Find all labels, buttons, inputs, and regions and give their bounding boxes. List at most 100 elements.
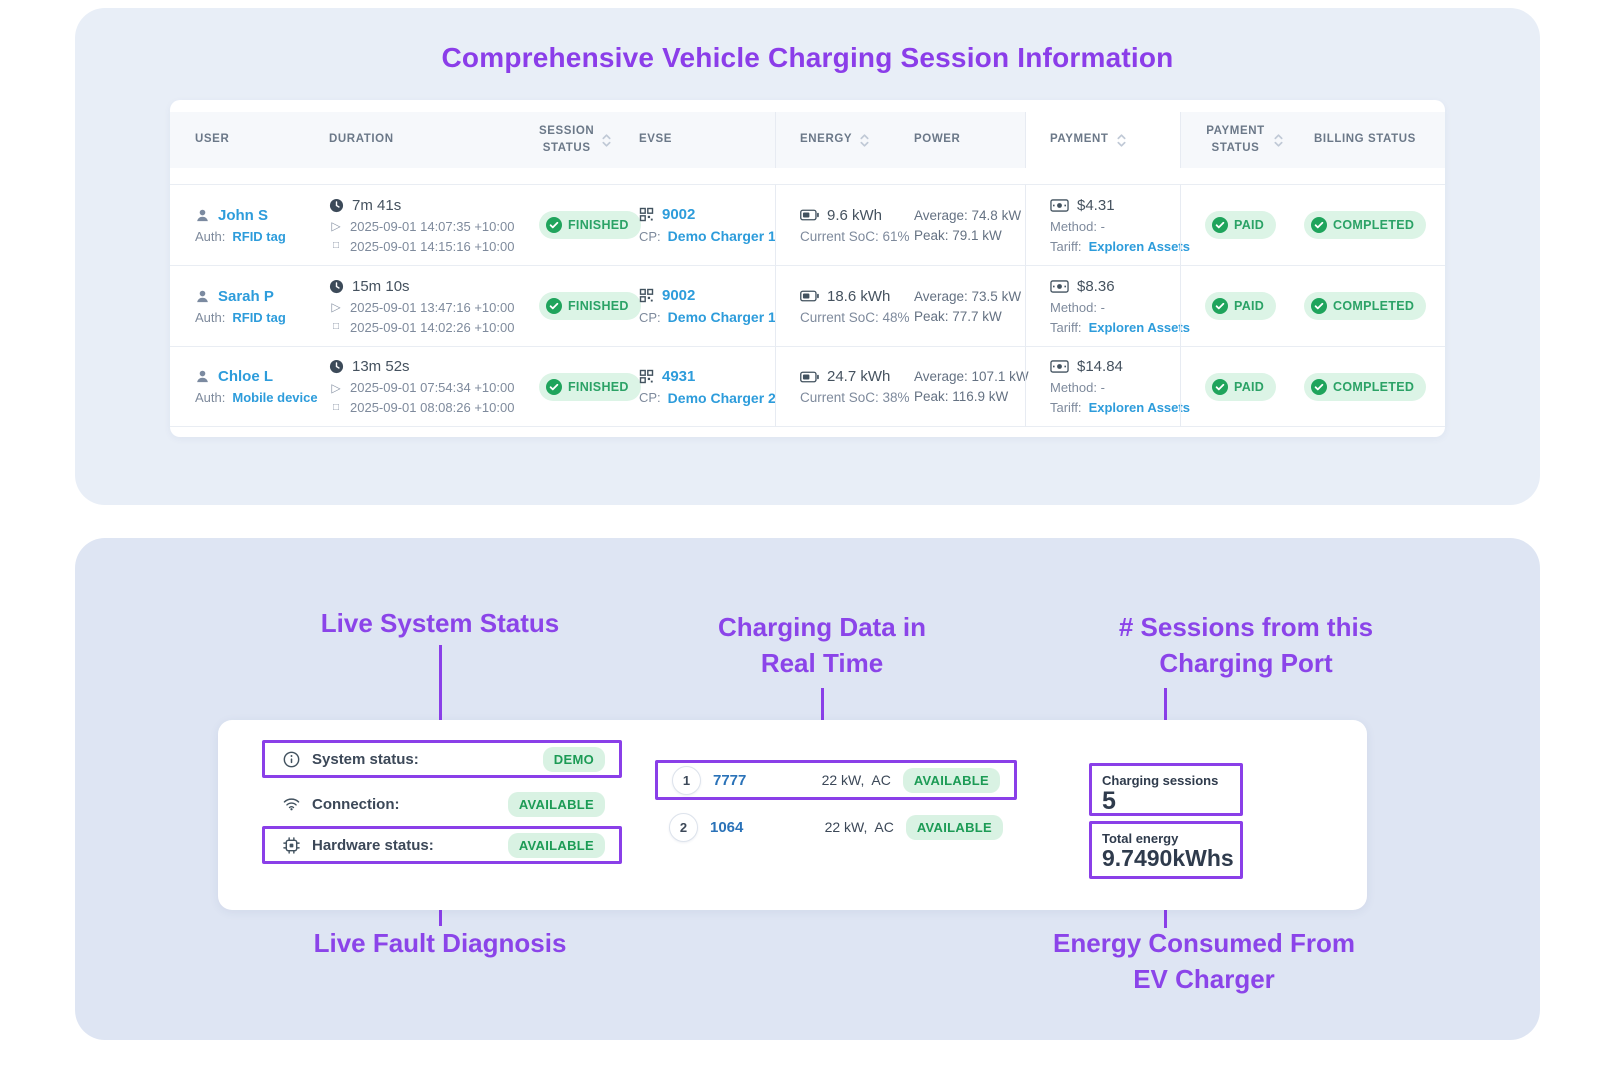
port-id-link[interactable]: 1064 — [710, 818, 744, 836]
cp-label: CP: — [639, 390, 661, 405]
battery-icon — [800, 371, 819, 383]
stop-icon: □ — [332, 401, 340, 413]
col-billing-status: BILLING STATUS — [1290, 112, 1445, 168]
table-header: USER DURATION SESSION STATUS EVSE ENERGY… — [170, 112, 1445, 168]
col-power: POWER — [890, 112, 1025, 168]
clock-icon — [329, 279, 344, 294]
charge-point-link[interactable]: Demo Charger 2 — [667, 389, 776, 406]
annotation-energy-consumed: Energy Consumed From EV Charger — [1053, 928, 1355, 994]
stop-icon: □ — [332, 240, 340, 251]
sort-chevrons-icon[interactable] — [601, 132, 612, 149]
energy-cell: 24.7 kWh Current SoC: 38% — [775, 346, 910, 427]
battery-icon — [800, 290, 819, 302]
billing-status-badge: COMPLETED — [1304, 292, 1427, 320]
payment-status-cell: PAID — [1180, 265, 1290, 346]
billing-status-badge: COMPLETED — [1304, 211, 1427, 239]
duration-cell: 7m 41s ▷2025-09-01 14:07:35 +10:00 □2025… — [305, 184, 515, 265]
evse-id-link[interactable]: 9002 — [662, 287, 696, 304]
sort-chevrons-icon[interactable] — [1116, 132, 1127, 149]
battery-icon — [800, 209, 819, 221]
auth-label: Auth: — [195, 309, 226, 325]
billing-status-cell: COMPLETED — [1290, 184, 1445, 265]
charge-point-link[interactable]: Demo Charger 1 — [667, 309, 776, 325]
auth-method-link[interactable]: Mobile device — [232, 390, 318, 405]
evse-cell: 9002 CP: Demo Charger 1 — [615, 265, 776, 346]
banknote-icon — [1050, 360, 1069, 373]
evse-cell: 4931 CP: Demo Charger 2 — [615, 346, 776, 427]
play-icon: ▷ — [331, 300, 341, 314]
tariff-label: Tariff: — [1050, 238, 1082, 254]
check-circle-icon — [1212, 217, 1228, 233]
tariff-label: Tariff: — [1050, 319, 1082, 335]
auth-method-link[interactable]: RFID tag — [232, 309, 286, 325]
payment-cell: $14.84 Method: - Tariff:Exploren Assets — [1025, 346, 1190, 427]
hardware-status-row: Hardware status: AVAILABLE — [262, 826, 622, 864]
check-circle-icon — [546, 298, 562, 314]
col-payment-status: PAYMENT STATUS — [1180, 112, 1290, 168]
user-name-link[interactable]: John S — [218, 206, 269, 224]
connector-line — [439, 645, 442, 742]
total-energy-box: Total energy 9.7490kWhs — [1089, 821, 1243, 879]
table-row: Sarah P Auth:RFID tag 15m 10s ▷2025-09-0… — [170, 265, 1445, 346]
power-cell: Average: 74.8 kW Peak: 79.1 kW — [890, 184, 1025, 265]
energy-cell: 18.6 kWh Current SoC: 48% — [775, 265, 910, 346]
session-status-cell: FINISHED — [515, 346, 641, 427]
session-status-badge: FINISHED — [539, 372, 641, 401]
col-evse: EVSE — [615, 112, 775, 168]
auth-method-link[interactable]: RFID tag — [232, 228, 286, 244]
user-cell: Chloe L Auth: Mobile device — [170, 346, 318, 427]
charging-sessions-panel: Comprehensive Vehicle Charging Session I… — [75, 8, 1540, 505]
banknote-icon — [1050, 199, 1069, 212]
payment-status-badge: PAID — [1205, 292, 1277, 320]
tariff-link[interactable]: Exploren Assets — [1088, 319, 1190, 335]
total-energy-value: 9.7490kWhs — [1102, 845, 1234, 871]
annotation-live-fault-diagnosis: Live Fault Diagnosis — [313, 928, 567, 958]
play-icon: ▷ — [331, 219, 341, 233]
sort-chevrons-icon[interactable] — [1273, 132, 1284, 149]
person-icon — [195, 208, 210, 223]
col-duration: DURATION — [305, 112, 515, 168]
check-circle-icon — [546, 379, 562, 395]
qr-grid-icon — [639, 207, 654, 222]
payment-status-badge: PAID — [1205, 372, 1277, 401]
charging-port-row: 2 1064 22 kW, AC AVAILABLE — [669, 810, 1003, 844]
port-id-link[interactable]: 7777 — [713, 771, 747, 789]
tariff-link[interactable]: Exploren Assets — [1088, 238, 1190, 254]
charge-point-link[interactable]: Demo Charger 1 — [667, 228, 776, 244]
tariff-label: Tariff: — [1050, 400, 1082, 415]
col-payment: PAYMENT — [1025, 112, 1180, 168]
sort-chevrons-icon[interactable] — [859, 132, 870, 149]
wifi-icon — [283, 797, 300, 811]
tariff-link[interactable]: Exploren Assets — [1088, 400, 1190, 415]
evse-id-link[interactable]: 9002 — [662, 206, 696, 223]
info-icon — [283, 751, 300, 768]
qr-grid-icon — [639, 369, 654, 384]
port-number: 1 — [672, 765, 701, 795]
annotation-sessions-port: # Sessions from this Charging Port — [1118, 612, 1374, 678]
check-circle-icon — [1212, 298, 1228, 314]
port-status-badge: AVAILABLE — [905, 814, 1003, 840]
billing-status-cell: COMPLETED — [1290, 346, 1445, 427]
check-circle-icon — [1311, 379, 1327, 395]
auth-label: Auth: — [195, 390, 226, 405]
payment-cell: $8.36 Method: - Tariff:Exploren Assets — [1025, 265, 1190, 346]
cp-label: CP: — [639, 309, 661, 325]
evse-id-link[interactable]: 4931 — [662, 367, 696, 385]
user-name-link[interactable]: Chloe L — [218, 368, 273, 385]
check-circle-icon — [1311, 217, 1327, 233]
stop-icon: □ — [332, 321, 340, 332]
user-name-link[interactable]: Sarah P — [218, 287, 274, 305]
billing-status-badge: COMPLETED — [1304, 372, 1427, 401]
clock-icon — [329, 359, 344, 374]
chip-icon — [283, 837, 300, 854]
billing-status-cell: COMPLETED — [1290, 265, 1445, 346]
energy-cell: 9.6 kWh Current SoC: 61% — [775, 184, 910, 265]
annotation-charging-data: Charging Data in Real Time — [717, 612, 927, 678]
system-status-row: System status: DEMO — [262, 740, 622, 778]
cp-label: CP: — [639, 228, 661, 244]
table-row: John S Auth:RFID tag 7m 41s ▷2025-09-01 … — [170, 184, 1445, 265]
person-icon — [195, 369, 210, 384]
sessions-table: USER DURATION SESSION STATUS EVSE ENERGY… — [170, 100, 1445, 437]
banknote-icon — [1050, 280, 1069, 293]
check-circle-icon — [1212, 379, 1228, 395]
